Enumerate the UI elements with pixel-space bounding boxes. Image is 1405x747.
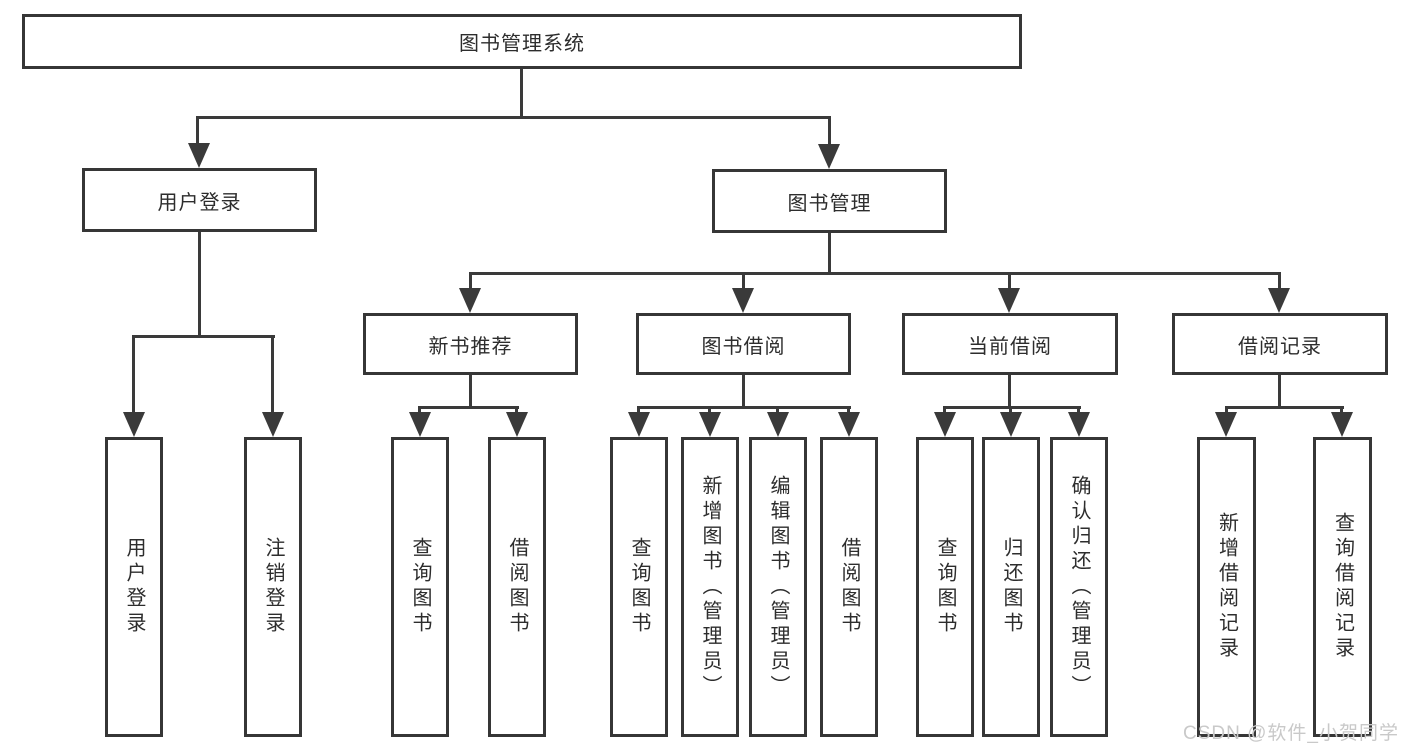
leaf-borrow-query: 查询图书 xyxy=(610,437,668,737)
node-borrow-record-label: 借阅记录 xyxy=(1238,335,1322,358)
connector-line xyxy=(1225,406,1228,416)
leaf-current-return: 归还图书 xyxy=(982,437,1040,737)
connector-line xyxy=(1008,375,1011,408)
node-new-book-recommend: 新书推荐 xyxy=(363,313,578,375)
connector-line xyxy=(742,272,745,292)
arrow-down-icon xyxy=(188,143,210,168)
leaf-logout: 注销登录 xyxy=(244,437,302,737)
arrow-down-icon xyxy=(998,288,1020,313)
node-root: 图书管理系统 xyxy=(22,14,1022,69)
leaf-new-books-query-label: 查询图书 xyxy=(409,537,431,637)
connector-line xyxy=(943,406,1081,409)
connector-line xyxy=(1009,406,1012,416)
connector-line xyxy=(515,406,518,416)
arrow-down-icon xyxy=(699,412,721,437)
connector-line xyxy=(943,406,946,416)
arrow-down-icon xyxy=(1268,288,1290,313)
leaf-current-return-label: 归还图书 xyxy=(1000,537,1022,637)
connector-line xyxy=(1077,406,1080,416)
arrow-down-icon xyxy=(262,412,284,437)
node-user-login: 用户登录 xyxy=(82,168,317,232)
leaf-current-confirm-admin: 确认归还（管理员） xyxy=(1050,437,1108,737)
arrow-down-icon xyxy=(732,288,754,313)
arrow-down-icon xyxy=(1331,412,1353,437)
leaf-logout-label: 注销登录 xyxy=(262,537,284,637)
connector-line xyxy=(198,232,201,337)
connector-line xyxy=(637,406,851,409)
arrow-down-icon xyxy=(1000,412,1022,437)
connector-line xyxy=(828,233,831,275)
node-user-login-label: 用户登录 xyxy=(157,191,242,214)
leaf-new-books-query: 查询图书 xyxy=(391,437,449,737)
leaf-borrow-borrow-label: 借阅图书 xyxy=(838,537,860,637)
arrow-down-icon xyxy=(818,144,840,169)
connector-line xyxy=(1008,272,1011,292)
leaf-borrow-edit-admin: 编辑图书（管理员） xyxy=(749,437,807,737)
arrow-down-icon xyxy=(1068,412,1090,437)
connector-line xyxy=(708,406,711,416)
connector-line xyxy=(132,335,275,338)
connector-line xyxy=(271,335,274,416)
connector-line xyxy=(418,406,519,409)
leaf-borrow-borrow: 借阅图书 xyxy=(820,437,878,737)
leaf-record-query-label: 查询借阅记录 xyxy=(1331,512,1354,662)
leaf-borrow-add-admin: 新增图书（管理员） xyxy=(681,437,739,737)
connector-line xyxy=(469,272,472,292)
node-root-label: 图书管理系统 xyxy=(459,33,585,55)
connector-line xyxy=(776,406,779,416)
node-current-borrow: 当前借阅 xyxy=(902,313,1118,375)
leaf-borrow-add-admin-label: 新增图书（管理员） xyxy=(699,474,721,700)
connector-line xyxy=(742,375,745,408)
leaf-new-books-borrow: 借阅图书 xyxy=(488,437,546,737)
arrow-down-icon xyxy=(506,412,528,437)
arrow-down-icon xyxy=(409,412,431,437)
arrow-down-icon xyxy=(934,412,956,437)
connector-line xyxy=(520,68,523,118)
node-new-book-recommend-label: 新书推荐 xyxy=(428,335,513,358)
connector-line xyxy=(469,272,1281,275)
connector-line xyxy=(1340,406,1343,416)
node-current-borrow-label: 当前借阅 xyxy=(968,335,1052,358)
connector-line xyxy=(469,375,472,408)
leaf-current-confirm-admin-label: 确认归还（管理员） xyxy=(1068,474,1090,700)
leaf-current-query: 查询图书 xyxy=(916,437,974,737)
arrow-down-icon xyxy=(628,412,650,437)
connector-line xyxy=(1278,375,1281,408)
arrow-down-icon xyxy=(767,412,789,437)
node-borrow-record: 借阅记录 xyxy=(1172,313,1388,375)
node-book-borrow: 图书借阅 xyxy=(636,313,851,375)
leaf-borrow-query-label: 查询图书 xyxy=(628,537,650,637)
arrow-down-icon xyxy=(123,412,145,437)
connector-line xyxy=(196,116,831,119)
arrow-down-icon xyxy=(838,412,860,437)
node-book-borrow-label: 图书借阅 xyxy=(701,335,786,358)
connector-line xyxy=(418,406,421,416)
leaf-record-add: 新增借阅记录 xyxy=(1197,437,1256,737)
leaf-current-query-label: 查询图书 xyxy=(934,537,956,637)
connector-line xyxy=(132,335,135,416)
leaf-record-query: 查询借阅记录 xyxy=(1313,437,1372,737)
leaf-record-add-label: 新增借阅记录 xyxy=(1215,512,1238,662)
connector-line xyxy=(828,116,831,146)
csdn-watermark: CSDN @软件_小贺同学 xyxy=(1183,723,1399,744)
leaf-new-books-borrow-label: 借阅图书 xyxy=(506,537,528,637)
connector-line xyxy=(196,116,199,146)
leaf-user-login-label: 用户登录 xyxy=(123,537,145,637)
arrow-down-icon xyxy=(1215,412,1237,437)
connector-line xyxy=(637,406,640,416)
connector-line xyxy=(847,406,850,416)
arrow-down-icon xyxy=(459,288,481,313)
leaf-borrow-edit-admin-label: 编辑图书（管理员） xyxy=(767,474,789,700)
connector-line xyxy=(1225,406,1344,409)
node-book-management-label: 图书管理 xyxy=(787,192,872,215)
connector-line xyxy=(1278,272,1281,292)
leaf-user-login: 用户登录 xyxy=(105,437,163,737)
node-book-management: 图书管理 xyxy=(712,169,947,233)
